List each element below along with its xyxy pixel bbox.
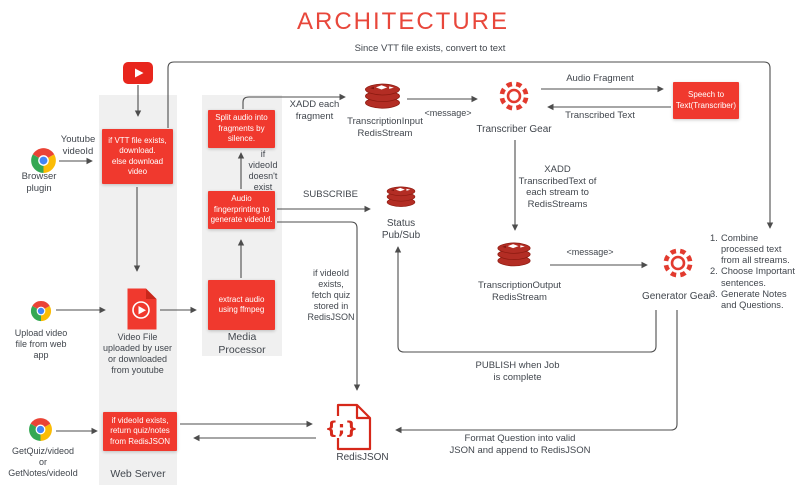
- generator-gear-label: Generator Gear: [641, 291, 713, 302]
- split-audio-box: Split audio into fragments by silence.: [208, 110, 275, 148]
- arrow-format-to-redisjson: [395, 310, 678, 434]
- xadd-fragment-label: XADD each fragment: [289, 99, 340, 122]
- redis-pubsub-icon: [382, 186, 420, 217]
- transcribed-text-label: Transcribed Text: [565, 110, 635, 121]
- redisjson-icon: {;}: [324, 402, 380, 452]
- getquiz-label: GetQuiz/videod or GetNotes/videoId: [8, 446, 78, 478]
- video-file-label: Video File uploaded by user or downloade…: [102, 332, 173, 375]
- xadd-transcribed-label: XADD TranscribedText of each stream to R…: [518, 164, 597, 210]
- status-pubsub-label: Status Pub/Sub: [381, 218, 421, 242]
- publish-label: PUBLISH when Job is complete: [475, 360, 560, 383]
- fetch-quiz-label: if videoId exists, fetch quiz stored in …: [307, 268, 355, 322]
- web-server-label: Web Server: [110, 468, 166, 480]
- svg-text:{;}: {;}: [325, 418, 358, 439]
- format-question-label: Format Question into valid JSON and appe…: [449, 433, 591, 456]
- return-quiz-box: if videoId exists, return quiz/notes fro…: [103, 412, 177, 451]
- redis-stream-icon: [493, 242, 535, 278]
- arrow-fingerprint-to-redisjson: [277, 221, 361, 391]
- audio-fragment-label: Audio Fragment: [566, 73, 634, 84]
- youtube-icon: [123, 62, 153, 84]
- if-videoid-doesnt-exist-label: if videoId doesn't exist: [248, 149, 278, 192]
- arrow-publish-to-status: [394, 246, 657, 353]
- since-vtt-label: Since VTT file exists, convert to text: [354, 43, 506, 54]
- transcription-input-label: TranscriptionInput RedisStream: [347, 116, 423, 139]
- message-out-label: <message>: [566, 247, 614, 257]
- transcriber-gear-icon: [494, 76, 534, 116]
- upload-video-label: Upload video file from web app: [14, 328, 68, 360]
- page-title: ARCHITECTURE: [296, 8, 509, 35]
- chrome-browser-icon: [30, 147, 57, 174]
- redisjson-label: RedisJSON: [336, 452, 389, 463]
- transcriber-gear-label: Transcriber Gear: [476, 124, 552, 135]
- list-item: 1. Combine processed text from all strea…: [710, 233, 790, 266]
- message-in-label: <message>: [424, 108, 472, 118]
- browser-plugin-label: Browser plugin: [21, 171, 57, 194]
- video-file-icon: [126, 287, 158, 331]
- media-processor-label: Media Processor: [218, 331, 266, 356]
- redis-stream-icon: [360, 83, 405, 121]
- generator-steps-list: 1. Combine processed text from all strea…: [710, 233, 802, 311]
- transcription-output-label: TranscriptionOutput RedisStream: [477, 280, 562, 303]
- chrome-browser-icon: [28, 417, 53, 442]
- subscribe-label: SUBSCRIBE: [303, 189, 358, 200]
- list-item: 3. Generate Notes and Questions.: [710, 288, 787, 310]
- chrome-browser-icon: [30, 300, 52, 322]
- list-item: 2. Choose Important sentences.: [710, 266, 795, 288]
- vtt-download-box: if VTT file exists, download. else downl…: [102, 129, 173, 184]
- arrow-split-to-transcription-input: [242, 93, 346, 109]
- youtube-videoid-label: Youtube videoId: [60, 134, 96, 157]
- speech-to-text-box: Speech to Text(Transcriber): [673, 82, 739, 119]
- audio-fingerprint-box: Audio fingerprinting to generate videoId…: [208, 191, 275, 229]
- line-vtt-to-generator: [167, 61, 774, 229]
- generator-gear-icon: [658, 243, 698, 283]
- extract-audio-box: extract audio using ffmpeg: [208, 280, 275, 330]
